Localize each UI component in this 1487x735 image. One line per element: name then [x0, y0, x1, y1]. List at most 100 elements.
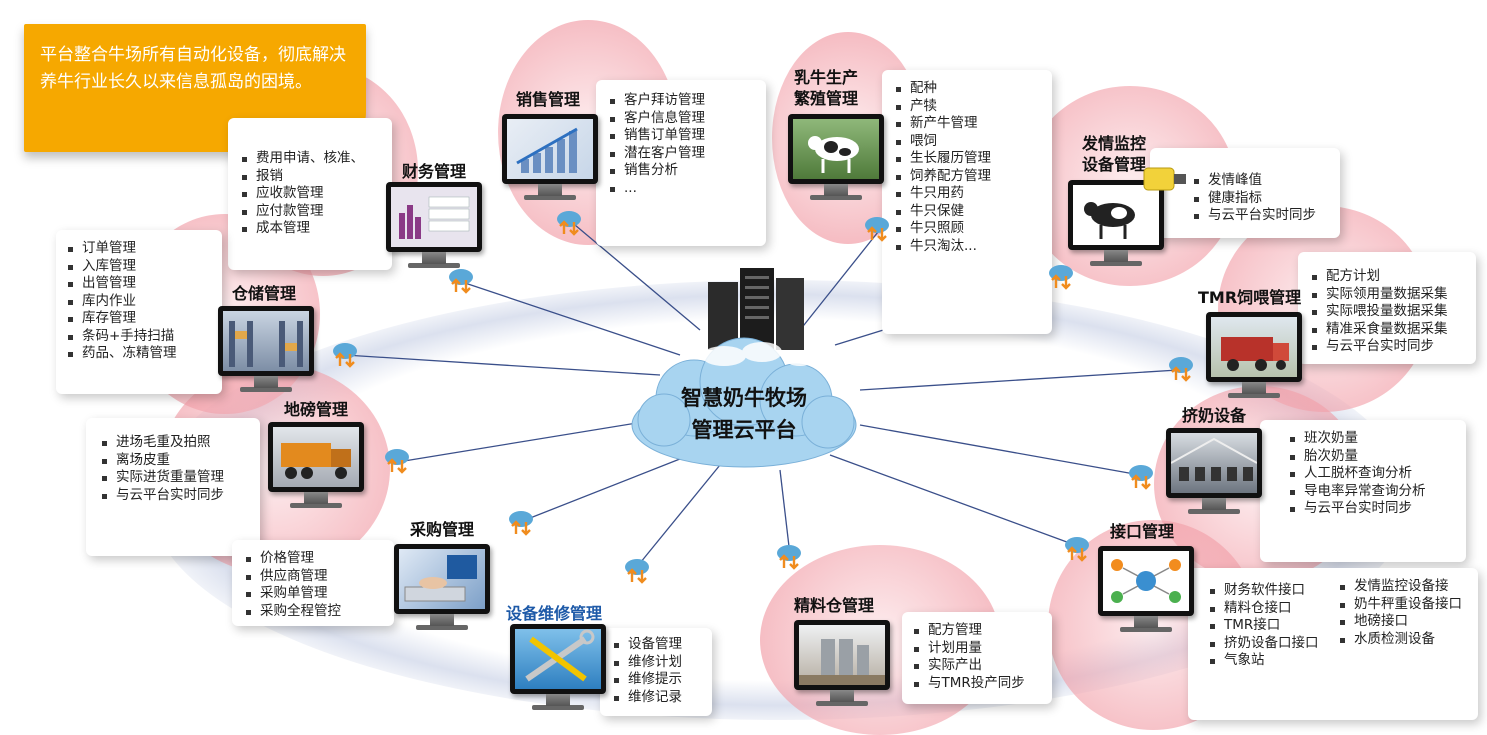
interface-item-right: 水质检测设备: [1338, 631, 1462, 649]
maintenance-card: 设备管理 维修计划 维修提示 维修记录: [600, 628, 712, 716]
breeding-item: 牛只用药: [894, 185, 1052, 203]
purchase-item: 采购全程管控: [244, 603, 394, 621]
cloud-sync-icon: [1169, 357, 1193, 382]
interface-title: 接口管理: [1110, 522, 1175, 541]
cloud-sync-icon: [1065, 537, 1089, 562]
interface-card: 财务软件接口 精料仓接口 TMR接口 挤奶设备口接口 气象站 发情监控设备接 奶…: [1188, 568, 1478, 720]
interface-item-left: 财务软件接口: [1208, 582, 1319, 600]
breeding-item: 牛只保健: [894, 203, 1052, 221]
breeding-item: 牛只淘汰...: [894, 238, 1052, 256]
estrus-card: 发情峰值 健康指标 与云平台实时同步: [1150, 148, 1340, 238]
warehouse-card: 订单管理 入库管理 出管管理 库内作业 库存管理 条码+手持扫描 药品、冻精管理: [56, 230, 222, 394]
tmr-item: 精准采食量数据采集: [1310, 321, 1476, 339]
line-sales: [574, 224, 701, 331]
sales-card: 客户拜访管理 客户信息管理 销售订单管理 潜在客户管理 销售分析 ...: [596, 80, 766, 246]
cloud-sync-icon: [449, 269, 473, 294]
silo-icon: [799, 625, 885, 685]
maintenance-item: 维修计划: [612, 654, 712, 672]
purchase-item: 供应商管理: [244, 568, 394, 586]
finance-item: 应收款管理: [240, 185, 392, 203]
estrus-monitor: [1068, 180, 1164, 266]
interface-item-right: 奶牛秤重设备接口: [1338, 596, 1462, 614]
finance-card: 费用申请、核准、 报销 应收款管理 应付款管理 成本管理: [228, 118, 392, 270]
cloud-sync-icon: [865, 217, 889, 242]
milking-parlor-icon: [1170, 433, 1258, 493]
weighbridge-item: 离场皮重: [100, 452, 260, 470]
breeding-item: 喂饲: [894, 133, 1052, 151]
cow-icon: [793, 119, 879, 179]
interface-monitor: [1098, 546, 1194, 632]
estrus-title-line2: 设备管理: [1082, 155, 1147, 174]
cloud-sync-icon: [1049, 265, 1073, 290]
breeding-card: 配种 产犊 新产牛管理 喂饲 生长履历管理 饲养配方管理 牛只用药 牛只保健 牛…: [882, 70, 1052, 334]
center-cloud-icon: [631, 337, 857, 468]
sales-item: ...: [608, 180, 766, 198]
weighbridge-title: 地磅管理: [284, 400, 349, 419]
tmr-item: 与云平台实时同步: [1310, 338, 1476, 356]
feedbin-card: 配方管理 计划用量 实际产出 与TMR投产同步: [902, 612, 1052, 704]
weighbridge-card: 进场毛重及拍照 离场皮重 实际进货重量管理 与云平台实时同步: [86, 418, 260, 556]
sales-item: 销售分析: [608, 162, 766, 180]
breeding-item: 产犊: [894, 98, 1052, 116]
milking-card: 班次奶量 胎次奶量 人工脱杯查询分析 导电率异常查询分析 与云平台实时同步: [1260, 420, 1466, 562]
warehouse-monitor: [218, 306, 314, 392]
finance-title: 财务管理: [402, 162, 467, 181]
cloud-sync-icon: [557, 211, 581, 236]
interface-item-left: 挤奶设备口接口: [1208, 635, 1319, 653]
warehouse-item: 出管管理: [66, 275, 222, 293]
line-breeding: [799, 231, 879, 331]
warehouse-item: 药品、冻精管理: [66, 345, 222, 363]
warehouse-icon: [223, 311, 309, 371]
tmr-item: 配方计划: [1310, 268, 1476, 286]
cloud-sync-icon: [333, 343, 357, 368]
finance-item: 应付款管理: [240, 203, 392, 221]
cloud-sync-icon: [509, 511, 533, 536]
milking-item: 胎次奶量: [1288, 448, 1466, 466]
interface-item-left: TMR接口: [1208, 617, 1319, 635]
milking-item: 导电率异常查询分析: [1288, 483, 1466, 501]
estrus-item: 与云平台实时同步: [1192, 207, 1340, 225]
dump-truck-icon: [273, 427, 359, 487]
sales-monitor: [502, 114, 598, 200]
warehouse-item: 库内作业: [66, 293, 222, 311]
feedbin-item: 实际产出: [912, 657, 1052, 675]
tmr-card: 配方计划 实际领用量数据采集 实际喂投量数据采集 精准采食量数据采集 与云平台实…: [1298, 252, 1476, 364]
keyboard-icon: [399, 549, 485, 609]
network-icon: [1103, 551, 1189, 611]
interface-item-right: 地磅接口: [1338, 613, 1462, 631]
tools-icon: [515, 629, 601, 689]
feedbin-item: 与TMR投产同步: [912, 675, 1052, 693]
weighbridge-item: 与云平台实时同步: [100, 487, 260, 505]
warehouse-item: 库存管理: [66, 310, 222, 328]
breeding-item: 配种: [894, 80, 1052, 98]
milking-item: 班次奶量: [1288, 430, 1466, 448]
line-warehouse: [344, 354, 661, 376]
line-tmr: [859, 369, 1179, 391]
center-title-line1: 智慧奶牛牧场: [681, 386, 807, 410]
feed-truck-icon: [1211, 317, 1297, 377]
line-interface: [829, 454, 1076, 546]
line-milking: [859, 424, 1141, 476]
tmr-title: TMR饲喂管理: [1198, 288, 1302, 307]
estrus-item: 发情峰值: [1192, 172, 1340, 190]
weighbridge-monitor: [268, 422, 364, 508]
line-weighbridge: [397, 419, 656, 463]
maintenance-item: 维修提示: [612, 671, 712, 689]
purchase-item: 采购单管理: [244, 585, 394, 603]
cloud-sync-icon: [777, 545, 801, 570]
warehouse-item: 条码+手持扫描: [66, 328, 222, 346]
maintenance-monitor: [510, 624, 606, 710]
breeding-item: 牛只照顾: [894, 220, 1052, 238]
server-rack-icon: [708, 268, 804, 350]
sales-title: 销售管理: [516, 90, 581, 109]
breeding-title-line1: 乳牛生产: [794, 68, 859, 87]
finance-item: 报销: [240, 168, 392, 186]
spreadsheet-icon: [391, 187, 477, 247]
line-feedbin: [779, 469, 791, 556]
banner-text: 平台整合牛场所有自动化设备，彻底解决养牛行业长久以来信息孤岛的困境。: [40, 45, 346, 92]
sales-item: 销售订单管理: [608, 127, 766, 145]
maintenance-item: 设备管理: [612, 636, 712, 654]
milking-monitor: [1166, 428, 1262, 514]
